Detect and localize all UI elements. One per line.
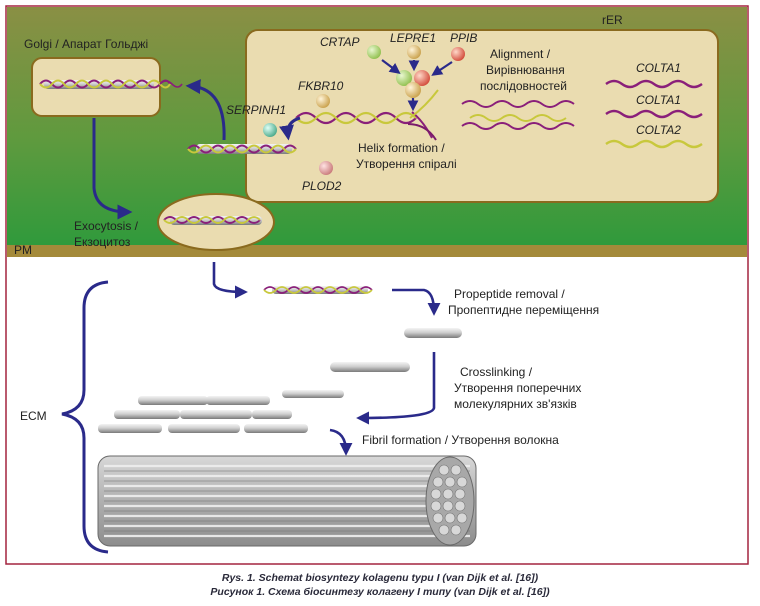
lepre1-label: LEPRE1: [390, 31, 436, 45]
crosslink-label-line2: Утворення поперечних: [454, 381, 581, 395]
plod2-label: PLOD2: [302, 179, 342, 193]
fibril-arrow: [329, 428, 353, 456]
golgi-label: Golgi / Апарат Гольджі: [24, 37, 148, 51]
exocytosis-out-arrow: [212, 262, 248, 299]
ecm-bracket: [61, 280, 109, 554]
colta2-label: COLTA2: [636, 123, 681, 137]
crosslink-label-line1: Crosslinking /: [460, 365, 533, 379]
vesicle-procollagen: [163, 216, 262, 225]
alignment-label-line3: послідовностей: [480, 79, 567, 93]
rer-to-golgi-arrow: [185, 79, 226, 141]
fkbr10-label: FKBR10: [298, 79, 344, 93]
helix-label-line2: Утворення спіралі: [356, 157, 457, 171]
lepre1-protein: [407, 45, 421, 59]
alignment-label-line2: Вирівнювання: [486, 63, 565, 77]
rer-label: rER: [602, 13, 623, 27]
golgi-procollagen: [39, 79, 183, 89]
pm-label: PM: [14, 243, 32, 257]
ppib-arrow: [431, 61, 453, 76]
caption-line-2: Рисунок 1. Схема біосинтезу колагену І т…: [210, 586, 550, 598]
alignment-strands: [461, 100, 575, 130]
tropocollagen-rod-3: [282, 390, 344, 398]
collagen-fibril: [97, 455, 477, 547]
ppib-protein: [451, 47, 465, 61]
exocytosis-label-line2: Екзоцитоз: [74, 235, 131, 249]
rer-procollagen: [187, 144, 297, 154]
tropocollagen-rod-2: [330, 362, 410, 372]
crosslink-label-line3: молекулярних зв'язків: [454, 397, 577, 411]
colta1-strand-b: [605, 109, 703, 119]
propeptide-arrow: [392, 288, 441, 316]
exocytosis-label-line1: Exocytosis /: [74, 219, 139, 233]
crtap-arrow: [381, 59, 401, 74]
colta1-label-b: COLTA1: [636, 93, 681, 107]
alignment-label-line1: Alignment /: [490, 47, 551, 61]
figure-border: [5, 5, 749, 565]
tropocollagen-rod-1: [404, 328, 462, 338]
golgi-to-vesicle-arrow: [92, 118, 133, 220]
plod2-protein: [319, 161, 333, 175]
crtap-label: CRTAP: [320, 35, 360, 49]
crosslink-arrow: [356, 352, 436, 425]
crtap-protein: [367, 45, 381, 59]
propeptide-label-line2: Пропептидне переміщення: [448, 303, 599, 317]
ppib-label: PPIB: [450, 31, 477, 45]
fkbr10-arrow: [279, 116, 301, 141]
helix-forming-strands: [295, 89, 439, 141]
fibril-label: Fibril formation / Утворення волокна: [362, 433, 559, 447]
caption-line-1: Rys. 1. Schemat biosyntezy kolagenu typu…: [221, 572, 539, 584]
colta1-strand-a: [605, 79, 703, 89]
propeptide-label-line1: Propeptide removal /: [454, 287, 565, 301]
colta1-label-a: COLTA1: [636, 61, 681, 75]
ecm-procollagen: [263, 286, 373, 294]
helix-label-line1: Helix formation /: [358, 141, 445, 155]
serpinh1-label: SERPINH1: [226, 103, 286, 117]
serpinh1-protein: [263, 123, 277, 137]
crosslinked-network: [98, 396, 308, 433]
prolyl-complex: [396, 70, 430, 98]
fkbr10-protein: [316, 94, 330, 108]
colta2-strand: [605, 139, 703, 149]
ecm-label: ECM: [20, 409, 47, 423]
